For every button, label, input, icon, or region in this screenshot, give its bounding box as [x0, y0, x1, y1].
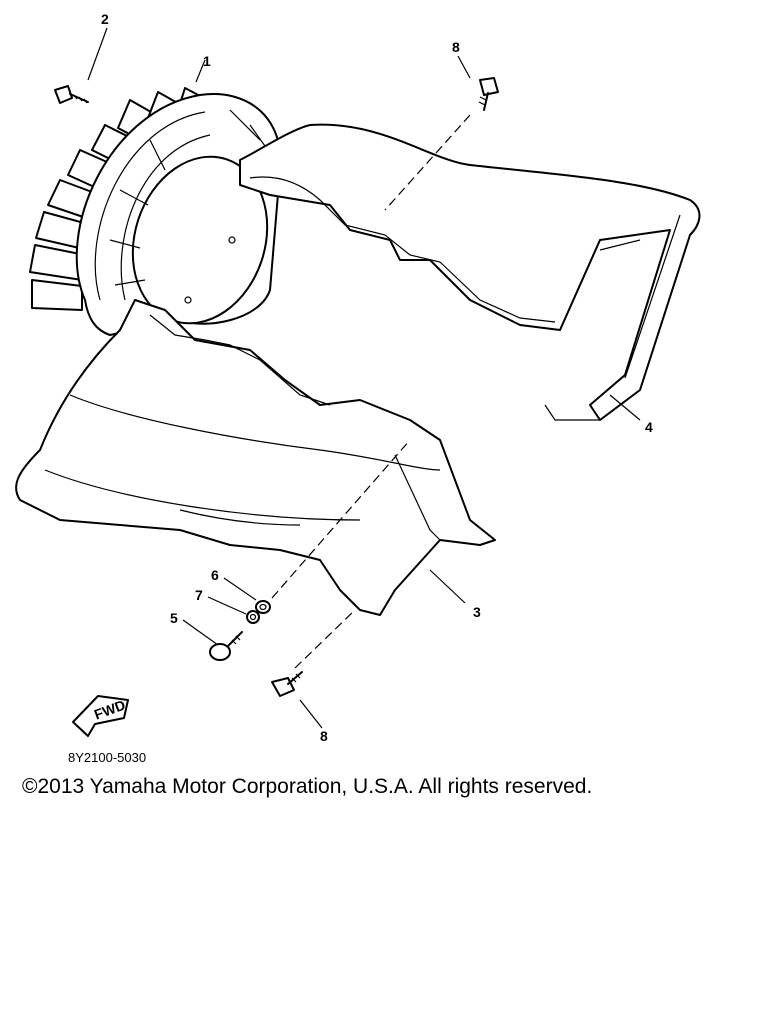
- callout-1: 1: [203, 53, 211, 69]
- part-8-bolt-top: [478, 77, 499, 111]
- callout-3: 3: [473, 604, 481, 620]
- part-2-bolt: [54, 85, 89, 104]
- part-1-fan-flywheel: [29, 87, 282, 336]
- part-7-washer: [246, 610, 260, 624]
- fwd-arrow-icon: FWD: [72, 695, 129, 737]
- callout-8-bottom: 8: [320, 728, 328, 744]
- callout-4: 4: [645, 419, 653, 435]
- part-4-upper-cover: [239, 123, 701, 421]
- assembly-lines: [271, 114, 471, 669]
- part-8-bolt-bottom: [271, 671, 303, 697]
- part-3-lower-cover: [15, 299, 496, 616]
- part-5-bolt: [209, 631, 243, 661]
- parts-diagram: FWD 2 1 8 4 3 6 7 5 8: [15, 11, 701, 744]
- figure-code: 8Y2100-5030: [68, 750, 147, 765]
- callout-7: 7: [195, 587, 203, 603]
- callout-8-top: 8: [452, 39, 460, 55]
- callout-2: 2: [101, 11, 109, 27]
- part-6-washer: [255, 600, 271, 614]
- callout-5: 5: [170, 610, 178, 626]
- copyright-notice: ©2013 Yamaha Motor Corporation, U.S.A. A…: [22, 775, 593, 798]
- callout-6: 6: [211, 567, 219, 583]
- leader-lines: [87, 27, 641, 729]
